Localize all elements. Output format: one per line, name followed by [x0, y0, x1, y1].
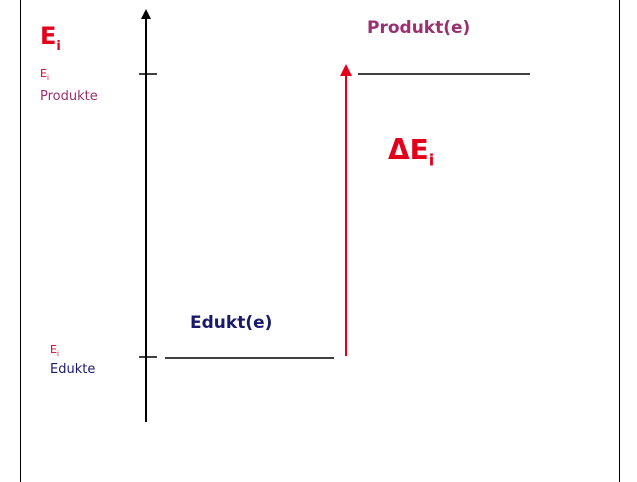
educts-energy-symbol: Ei	[50, 343, 59, 359]
product-title: Produkt(e)	[367, 18, 471, 38]
educt-title: Edukt(e)	[190, 313, 273, 333]
axis-label: Ei	[40, 22, 61, 54]
diagram-frame	[20, 0, 620, 482]
products-energy-symbol: Ei	[40, 67, 49, 83]
products-level-label: Produkte	[40, 89, 98, 104]
educts-level-label: Edukte	[50, 362, 96, 377]
delta-energy-label: ΔEi	[388, 133, 435, 170]
